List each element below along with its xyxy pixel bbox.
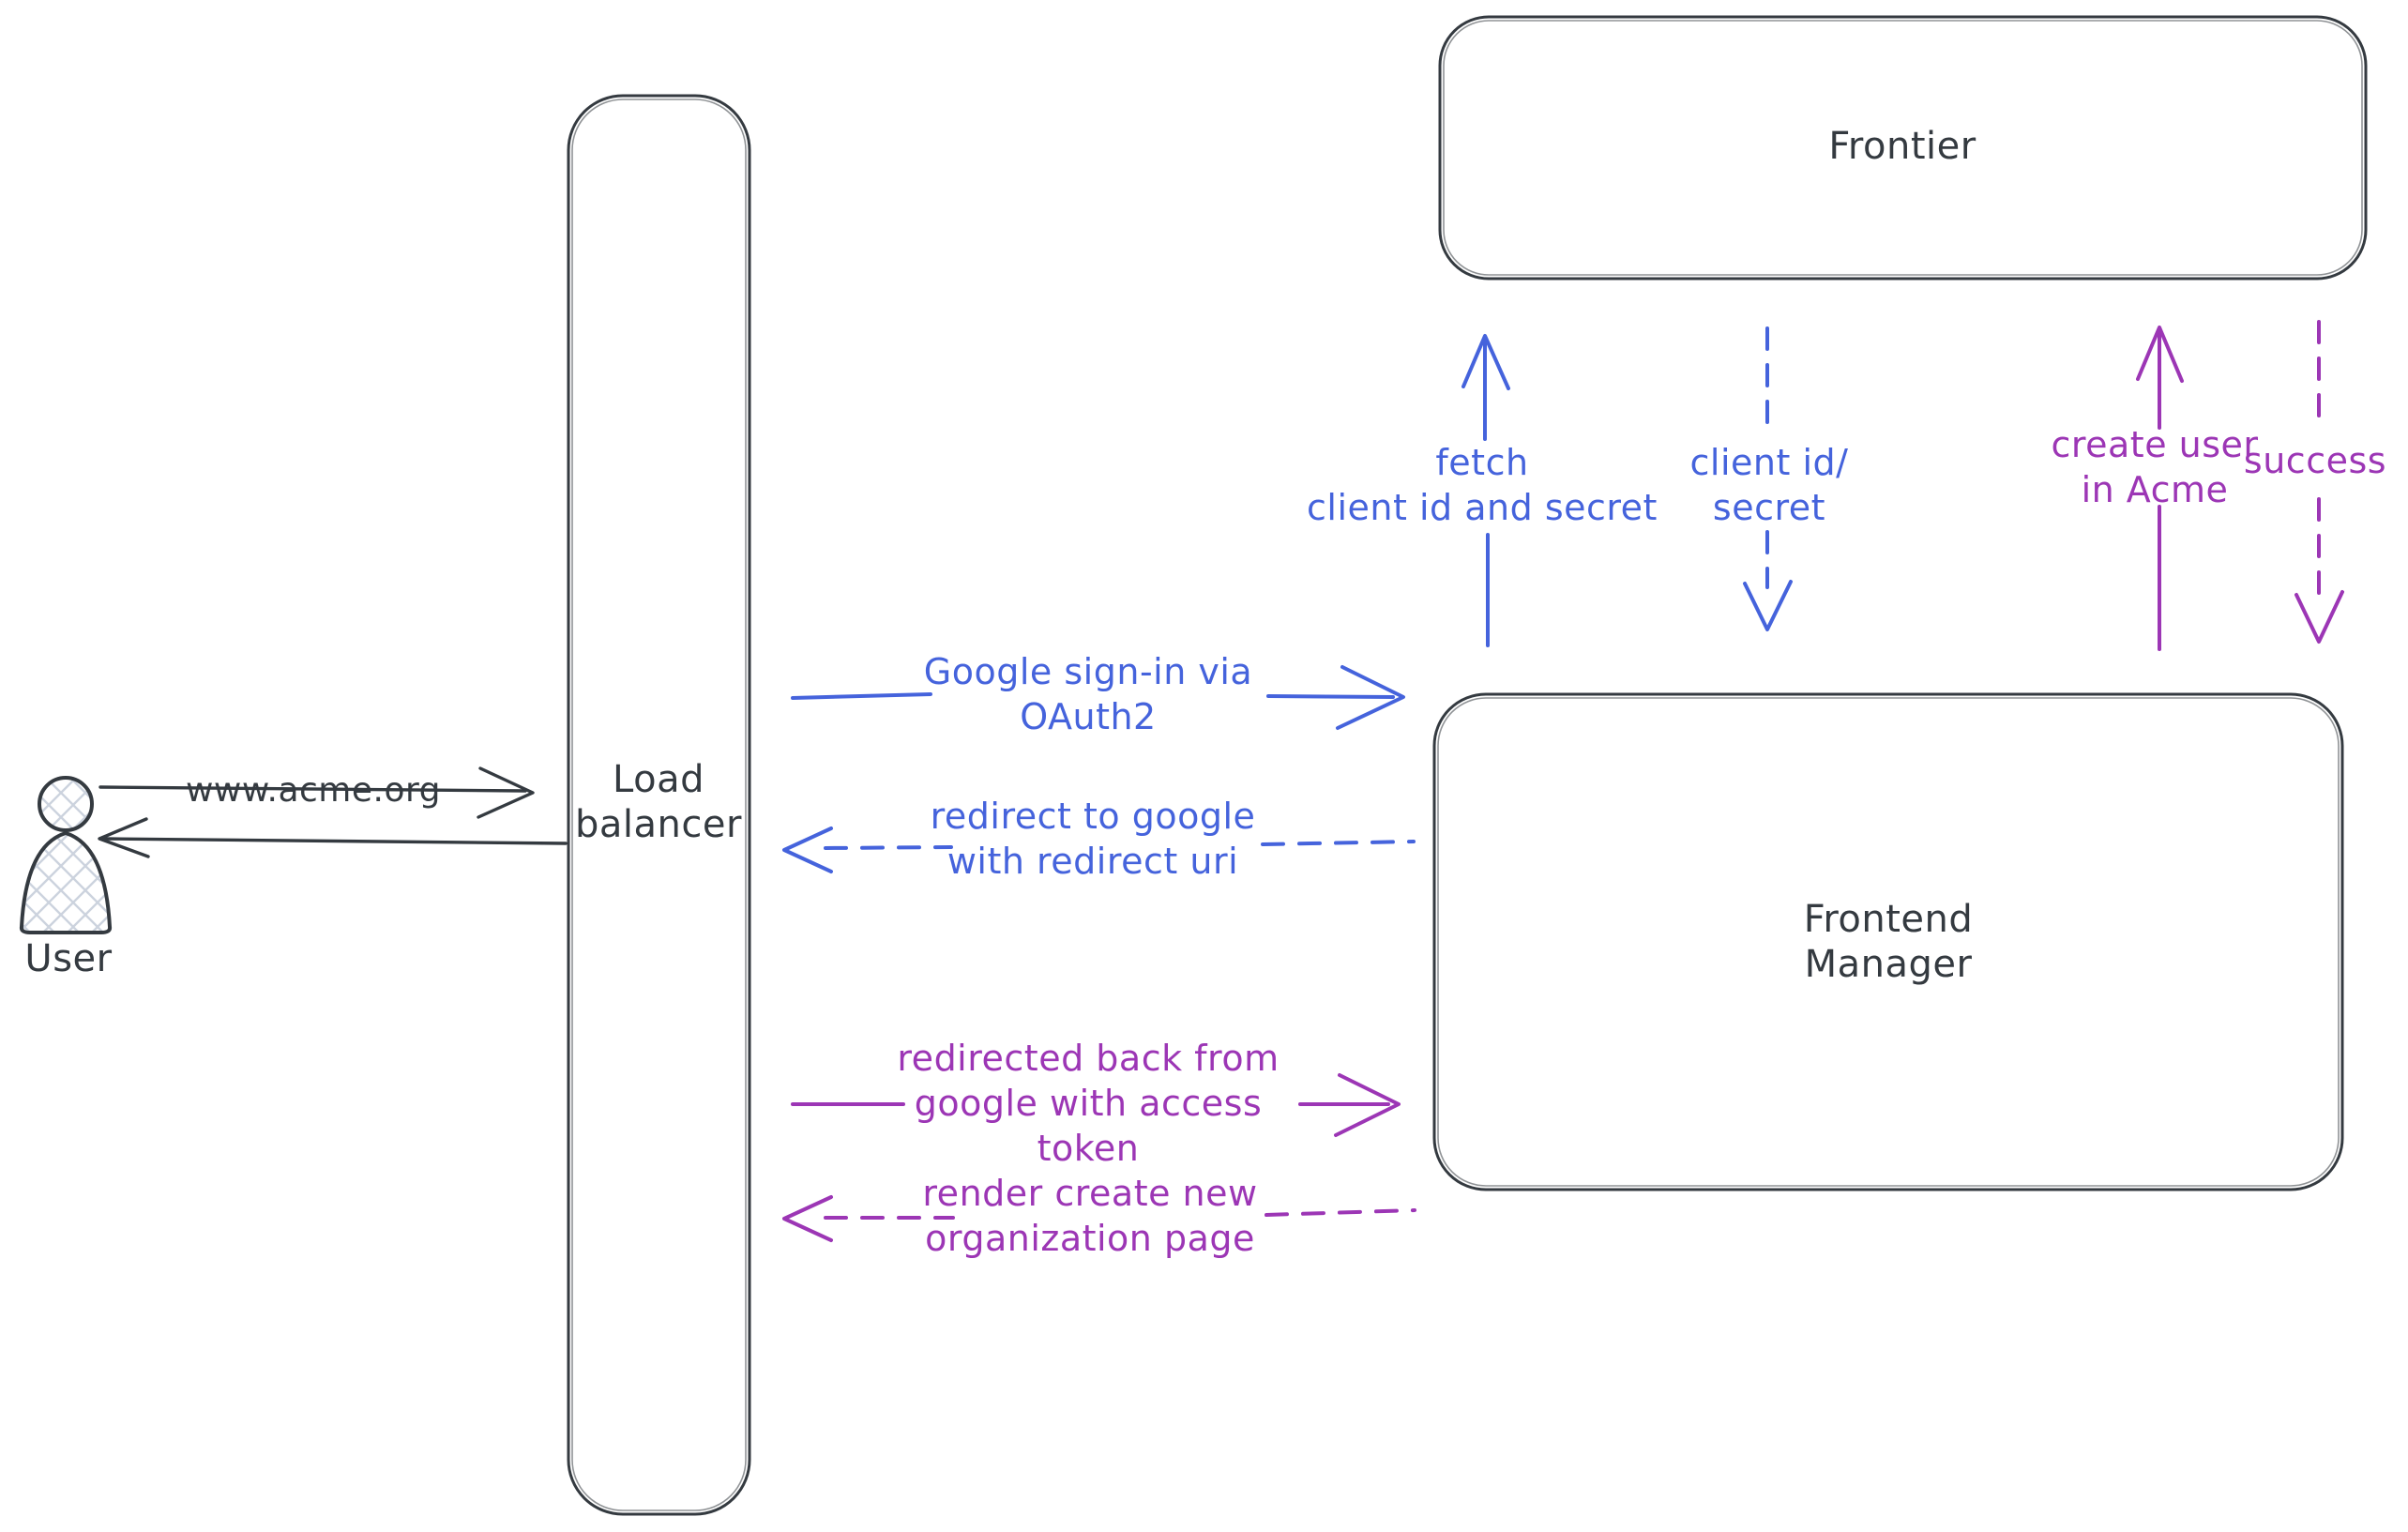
edge-redirected-back-arrowhead <box>1334 1073 1401 1137</box>
edge-render-create-org-arrowhead <box>782 1195 833 1242</box>
edge-label-create-user: create user in Acme <box>2051 424 2259 510</box>
edge-google-signin-line-left <box>791 692 932 700</box>
edge-client-id-secret <box>1743 326 1793 631</box>
edge-www-acme-line <box>98 785 527 793</box>
edge-lb-to-user <box>98 817 568 858</box>
frontier-box <box>1438 15 2368 281</box>
edge-render-create-org <box>782 1195 1416 1242</box>
edge-google-signin-arrowhead <box>1336 665 1405 730</box>
edge-redirect-to-google-dashes-left <box>824 845 953 850</box>
edge-redirect-to-google <box>782 827 1416 873</box>
edge-label-google-signin: Google sign-in via OAuth2 <box>923 651 1253 737</box>
edge-render-create-org-dashes-right <box>1265 1208 1416 1217</box>
edge-client-id-secret-arrowhead <box>1743 580 1793 631</box>
edge-success <box>2294 320 2344 644</box>
edge-www-acme-arrowhead <box>477 766 535 819</box>
frontend-manager-label: Frontend Manager <box>1803 898 1974 986</box>
frontend-manager-box <box>1432 692 2344 1191</box>
edge-fetch-client-id <box>1461 334 1510 647</box>
edge-label-redirect-to-google: redirect to google with redirect uri <box>930 796 1256 882</box>
frontier-label: Frontier <box>1828 125 1976 168</box>
edge-www-acme <box>98 766 535 819</box>
user-actor-icon <box>19 776 113 934</box>
edge-google-signin-line-right <box>1266 694 1395 699</box>
edge-google-signin <box>791 665 1405 730</box>
user-body <box>19 830 113 934</box>
edge-redirect-to-google-dashes-right <box>1261 840 1416 846</box>
edge-create-user <box>2136 326 2184 651</box>
user-label: User <box>24 937 113 980</box>
edge-lb-to-user-arrowhead <box>98 817 150 858</box>
edge-fetch-client-id-arrowhead <box>1461 334 1510 390</box>
edge-label-render-create-org: render create new organization page <box>922 1173 1258 1259</box>
load-balancer-box <box>567 94 751 1516</box>
edge-label-www-acme: www.acme.org <box>185 771 442 810</box>
edge-success-arrowhead <box>2294 590 2344 644</box>
edge-redirect-to-google-arrowhead <box>782 827 833 873</box>
user-head <box>38 776 94 832</box>
edge-create-user-arrowhead <box>2136 326 2184 383</box>
edge-lb-to-user-line <box>103 837 568 845</box>
edge-label-fetch-client-id: fetch client id and secret <box>1307 442 1658 528</box>
edge-label-redirected-back: redirected back from google with access … <box>897 1038 1280 1169</box>
edge-redirected-back <box>791 1073 1401 1137</box>
edge-label-client-id-secret: client id/ secret <box>1689 442 1849 528</box>
load-balancer-label: Load balancer <box>575 758 742 846</box>
edge-label-success: success <box>2243 440 2387 481</box>
